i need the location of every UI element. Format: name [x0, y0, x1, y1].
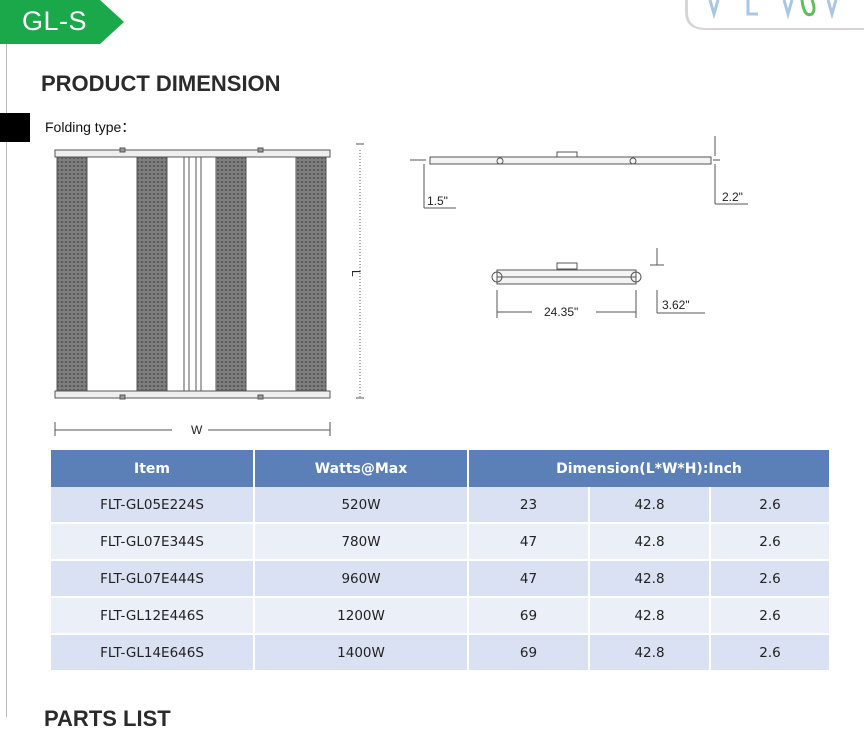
cell-watts: 780W	[254, 523, 469, 561]
cell-watts: 960W	[254, 560, 469, 598]
cell-width: 42.8	[589, 597, 711, 635]
side-height-right-label: 2.2"	[722, 190, 743, 204]
cell-watts: 1400W	[254, 634, 469, 672]
side-view-drawing	[410, 136, 748, 209]
model-tag: GL-S	[0, 0, 125, 44]
cell-width: 42.8	[589, 560, 711, 598]
cell-item: FLT-GL05E224S	[51, 487, 255, 524]
cell-watts: 1200W	[254, 597, 469, 635]
folded-length-label: 24.35"	[544, 305, 578, 319]
cell-height: 2.6	[710, 523, 829, 561]
folded-height-label: 3.62"	[662, 298, 690, 312]
section-title: PRODUCT DIMENSION	[41, 71, 281, 96]
cell-width: 42.8	[589, 634, 711, 672]
table-row: FLT-GL07E344S 780W 47 42.8 2.6	[51, 523, 829, 561]
table-row: FLT-GL12E446S 1200W 69 42.8 2.6	[51, 597, 829, 635]
table-header-row: Item Watts@Max Dimension(L*W*H):Inch	[51, 450, 829, 487]
cell-height: 2.6	[710, 560, 829, 598]
column-header-watts: Watts@Max	[254, 450, 469, 487]
cell-length: 47	[468, 560, 590, 598]
left-margin-rule	[6, 44, 7, 717]
cell-item: FLT-GL12E446S	[51, 597, 255, 635]
cell-height: 2.6	[710, 634, 829, 672]
cell-length: 69	[468, 597, 590, 635]
folded-view-drawing	[491, 248, 705, 318]
spec-table: Item Watts@Max Dimension(L*W*H):Inch FLT…	[51, 450, 829, 672]
column-header-item: Item	[51, 450, 255, 487]
column-header-dimension: Dimension(L*W*H):Inch	[468, 450, 829, 487]
model-tag-label: GL-S	[22, 6, 88, 36]
table-row: FLT-GL14E646S 1400W 69 42.8 2.6	[51, 634, 829, 672]
dimension-drawings: W L 1.5" 2.2" 24.35" 3.62"	[54, 136, 748, 437]
cell-item: FLT-GL07E444S	[51, 560, 255, 598]
cell-width: 42.8	[589, 487, 711, 524]
section-marker	[0, 113, 30, 142]
side-height-left-label: 1.5"	[427, 194, 448, 208]
tag-arrow-shape	[0, 0, 124, 44]
length-label: L	[349, 270, 363, 277]
table-row: FLT-GL07E444S 960W 47 42.8 2.6	[51, 560, 829, 598]
cell-width: 42.8	[589, 523, 711, 561]
parts-list-title: PARTS LIST	[44, 706, 171, 731]
cell-length: 69	[468, 634, 590, 672]
cell-watts: 520W	[254, 487, 469, 524]
width-label: W	[191, 423, 203, 437]
cell-height: 2.6	[710, 597, 829, 635]
front-view-drawing	[54, 143, 364, 436]
cell-length: 47	[468, 523, 590, 561]
cell-length: 23	[468, 487, 590, 524]
brand-logo	[652, 0, 864, 30]
cell-height: 2.6	[710, 487, 829, 524]
table-row: FLT-GL05E224S 520W 23 42.8 2.6	[51, 487, 829, 524]
cell-item: FLT-GL07E344S	[51, 523, 255, 561]
cell-item: FLT-GL14E646S	[51, 634, 255, 672]
folding-type-label: Folding type：	[45, 119, 136, 135]
